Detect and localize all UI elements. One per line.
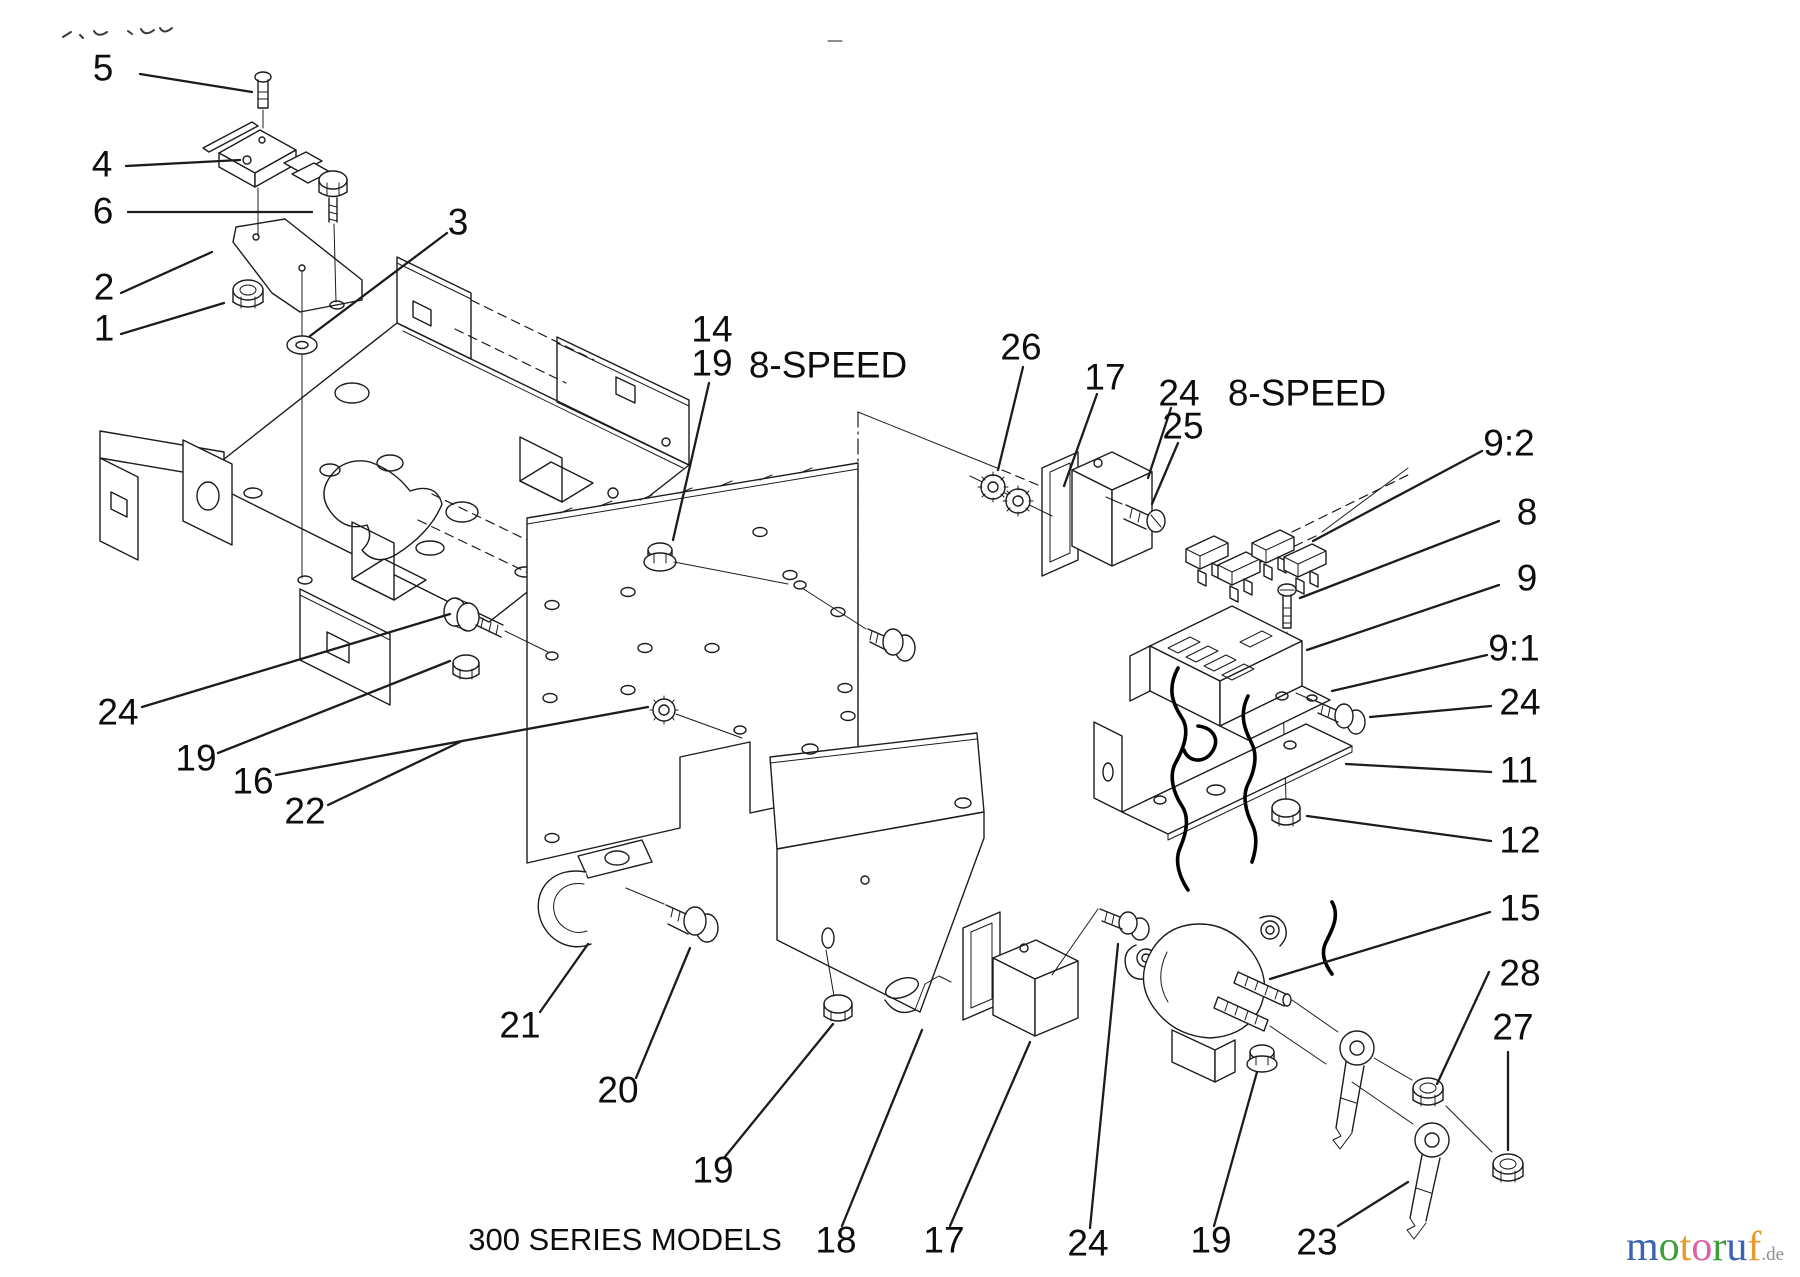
callout-26: 26 bbox=[1000, 326, 1042, 368]
nut-28 bbox=[1412, 1077, 1444, 1107]
callout-5: 5 bbox=[92, 47, 114, 89]
callout-14: 14 bbox=[691, 308, 733, 350]
callout-3: 3 bbox=[447, 201, 469, 243]
callout-12: 12 bbox=[1499, 819, 1541, 861]
ring-terminal-23-a bbox=[1332, 1030, 1375, 1150]
callout-8: 8 bbox=[1516, 491, 1538, 533]
callout-19-c: 19 bbox=[692, 1149, 734, 1191]
callout-19-a: 19 bbox=[691, 342, 733, 384]
callout-11: 11 bbox=[1499, 749, 1539, 791]
callout-17-lower: 17 bbox=[923, 1219, 965, 1261]
bolt-24-right bbox=[1295, 692, 1366, 735]
callout-17-upper: 17 bbox=[1084, 356, 1126, 398]
watermark-letter: o bbox=[1658, 1224, 1680, 1270]
star-washers-26 bbox=[969, 471, 1053, 517]
bolt-24-upper-right bbox=[801, 587, 916, 662]
callout-9-2: 9:2 bbox=[1483, 422, 1535, 464]
wire-harness bbox=[1170, 666, 1338, 976]
watermark-letter: o bbox=[1691, 1224, 1713, 1270]
callout-22: 22 bbox=[284, 790, 326, 832]
stud-axis-lines bbox=[1269, 999, 1493, 1153]
watermark-suffix: .de bbox=[1761, 1244, 1785, 1265]
callout-6: 6 bbox=[92, 190, 114, 232]
callout-2: 2 bbox=[93, 266, 115, 308]
callout-27: 27 bbox=[1492, 1006, 1534, 1048]
nut-1 bbox=[232, 279, 264, 309]
callout-9-1: 9:1 bbox=[1488, 627, 1540, 669]
motoruf-watermark: motoruf.de bbox=[1626, 1226, 1784, 1268]
bracket-plate-9-1 bbox=[1219, 685, 1331, 741]
cropped-part-number-fragment bbox=[62, 27, 173, 39]
callout-9: 9 bbox=[1516, 557, 1538, 599]
callout-24-a: 24 bbox=[1158, 372, 1200, 414]
interlock-switch-4 bbox=[202, 121, 331, 188]
callout-8speed-left: 8-SPEED bbox=[748, 344, 908, 386]
flange-nut-14-19 bbox=[643, 542, 789, 585]
star-washer-16 bbox=[649, 695, 743, 739]
support-bracket-18 bbox=[769, 732, 985, 1014]
fuse-links-9-2 bbox=[1185, 529, 1327, 603]
relay-17-upper bbox=[1041, 451, 1153, 577]
bolt-24-lower bbox=[1051, 908, 1150, 976]
callout-16: 16 bbox=[232, 760, 274, 802]
screw-5 bbox=[254, 71, 272, 237]
watermark-letter: m bbox=[1626, 1224, 1659, 1270]
callout-21: 21 bbox=[499, 1004, 541, 1046]
callout-8speed-right: 8-SPEED bbox=[1227, 372, 1387, 414]
callout-18: 18 bbox=[815, 1219, 857, 1261]
nut-19-left bbox=[452, 654, 480, 680]
watermark-letter: u bbox=[1726, 1224, 1748, 1270]
callout-19-b: 19 bbox=[175, 737, 217, 779]
callout-4: 4 bbox=[91, 143, 113, 185]
callout-24-c: 24 bbox=[97, 691, 139, 733]
callout-24-b: 24 bbox=[1499, 681, 1541, 723]
ring-terminal-23-b bbox=[1406, 1122, 1450, 1240]
flange-nut-19-solenoid bbox=[1246, 1044, 1278, 1073]
nut-27 bbox=[1492, 1153, 1524, 1183]
callout-28: 28 bbox=[1499, 952, 1541, 994]
screw-25 bbox=[1105, 496, 1166, 533]
callout-15: 15 bbox=[1499, 887, 1541, 929]
watermark-letter: r bbox=[1712, 1224, 1727, 1270]
watermark-letter: f bbox=[1747, 1224, 1762, 1270]
relay-17-lower bbox=[962, 911, 1079, 1037]
nut-19-bottom-center bbox=[823, 949, 853, 1022]
callout-20: 20 bbox=[597, 1069, 639, 1111]
nut-12 bbox=[1271, 798, 1301, 827]
bolt-24-left bbox=[443, 597, 549, 653]
callout-24-d: 24 bbox=[1067, 1222, 1109, 1264]
cable-clamp-21 bbox=[537, 839, 653, 948]
bolt-20 bbox=[625, 887, 719, 943]
bolt-6 bbox=[318, 170, 348, 303]
watermark-letter: t bbox=[1679, 1224, 1692, 1270]
series-caption: 300 SERIES MODELS bbox=[468, 1222, 782, 1257]
callout-1: 1 bbox=[93, 307, 115, 349]
solenoid-15 bbox=[1124, 915, 1292, 1083]
callout-25: 25 bbox=[1162, 405, 1204, 447]
chassis-plate bbox=[99, 256, 690, 706]
callout-19-d: 19 bbox=[1190, 1219, 1232, 1261]
washer-3 bbox=[286, 271, 318, 579]
leader-lines bbox=[119, 72, 1510, 1230]
fuse-bracket-11 bbox=[1093, 721, 1353, 841]
switch-bracket-2 bbox=[232, 218, 363, 313]
callout-23: 23 bbox=[1296, 1221, 1338, 1263]
